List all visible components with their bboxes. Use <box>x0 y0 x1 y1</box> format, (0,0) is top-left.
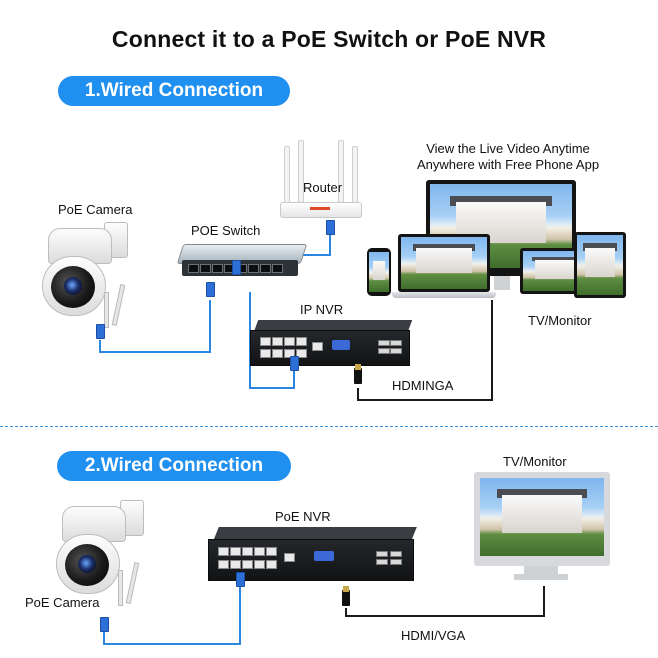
hdmi-plug <box>354 368 362 384</box>
wire-camera-switch <box>99 300 211 353</box>
monitor-stand <box>494 276 510 290</box>
hdmi-tip <box>343 586 349 592</box>
router <box>280 140 362 222</box>
wire-nvr-monitor-2 <box>345 586 545 617</box>
rj45-plug <box>100 617 109 632</box>
wire-camera-nvr-2 <box>103 585 241 645</box>
monitor-stand-base <box>514 574 568 580</box>
monitor-2 <box>474 472 610 566</box>
monitor-stand <box>524 566 558 574</box>
page-title: Connect it to a PoE Switch or PoE NVR <box>111 26 547 52</box>
poe-switch <box>176 244 308 278</box>
rj45-plug <box>290 356 299 371</box>
poe-camera-2 <box>56 500 146 610</box>
laptop-base <box>392 292 496 298</box>
tablet <box>574 232 626 298</box>
phone <box>367 248 391 296</box>
monitor-label-1: TV/Monitor <box>528 313 592 328</box>
nvr-label-1: IP NVR <box>300 302 344 317</box>
router-label: Router <box>303 180 343 195</box>
section2-badge: 2.Wired Connection <box>57 451 291 481</box>
camera-label-2: PoE Camera <box>25 595 100 610</box>
hdmi-plug <box>342 590 350 606</box>
cable-label-2: HDMI/VGA <box>401 628 466 643</box>
camera-label-1: PoE Camera <box>58 202 133 217</box>
laptop <box>398 234 490 292</box>
rj45-plug <box>326 220 335 235</box>
app-caption-line1: View the Live Video Anytime <box>426 141 590 156</box>
cable-label-1: HDMINGA <box>392 378 454 393</box>
rj45-plug <box>232 260 241 275</box>
hdmi-tip <box>355 364 361 370</box>
monitor-label-2: TV/Monitor <box>503 454 567 469</box>
ip-nvr <box>250 320 413 366</box>
poe-camera-1 <box>42 222 130 332</box>
section1-badge: 1.Wired Connection <box>58 76 290 106</box>
switch-label: POE Switch <box>191 223 261 238</box>
rj45-plug <box>236 572 245 587</box>
app-caption-line2: Anywhere with Free Phone App <box>416 157 600 172</box>
section-divider <box>0 426 658 427</box>
wire-nvr-monitor <box>357 300 493 401</box>
rj45-plug <box>206 282 215 297</box>
nvr-label-2: PoE NVR <box>275 509 331 524</box>
rj45-plug <box>96 324 105 339</box>
